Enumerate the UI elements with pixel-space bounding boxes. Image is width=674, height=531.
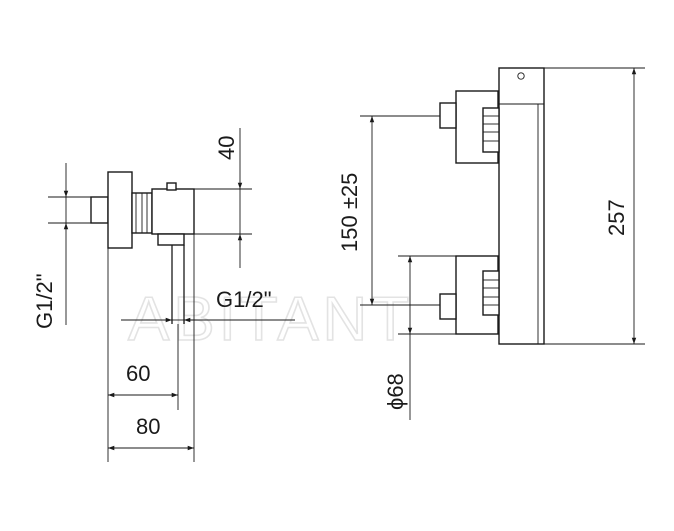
front-lower-stub (439, 293, 457, 320)
side-flange (107, 171, 133, 249)
side-lower-nut (157, 233, 185, 246)
dim-68: ϕ68 (383, 373, 408, 410)
front-upper-collar (482, 107, 500, 153)
dim-257: 257 (604, 199, 629, 236)
dim-60: 60 (126, 361, 150, 386)
front-main-bar (498, 67, 545, 345)
dim-80: 80 (136, 414, 160, 439)
side-view: G1/2" 40 G1/2" 60 80 (32, 128, 295, 462)
dim-40: 40 (214, 136, 239, 160)
front-indicator-dot (517, 72, 525, 80)
front-upper-stub (439, 102, 457, 129)
dim-150: 150 ±25 (337, 173, 362, 252)
dim-g12-horizontal: G1/2" (216, 287, 272, 312)
side-outlet-stub (90, 196, 109, 224)
front-lower-collar (482, 270, 500, 316)
side-body-block (151, 188, 195, 235)
dim-g12-vertical: G1/2" (32, 273, 57, 329)
watermark-logo: ABITANT (128, 285, 413, 354)
front-view: 150 ±25 ϕ68 257 (337, 67, 645, 420)
side-top-knob (166, 182, 177, 191)
